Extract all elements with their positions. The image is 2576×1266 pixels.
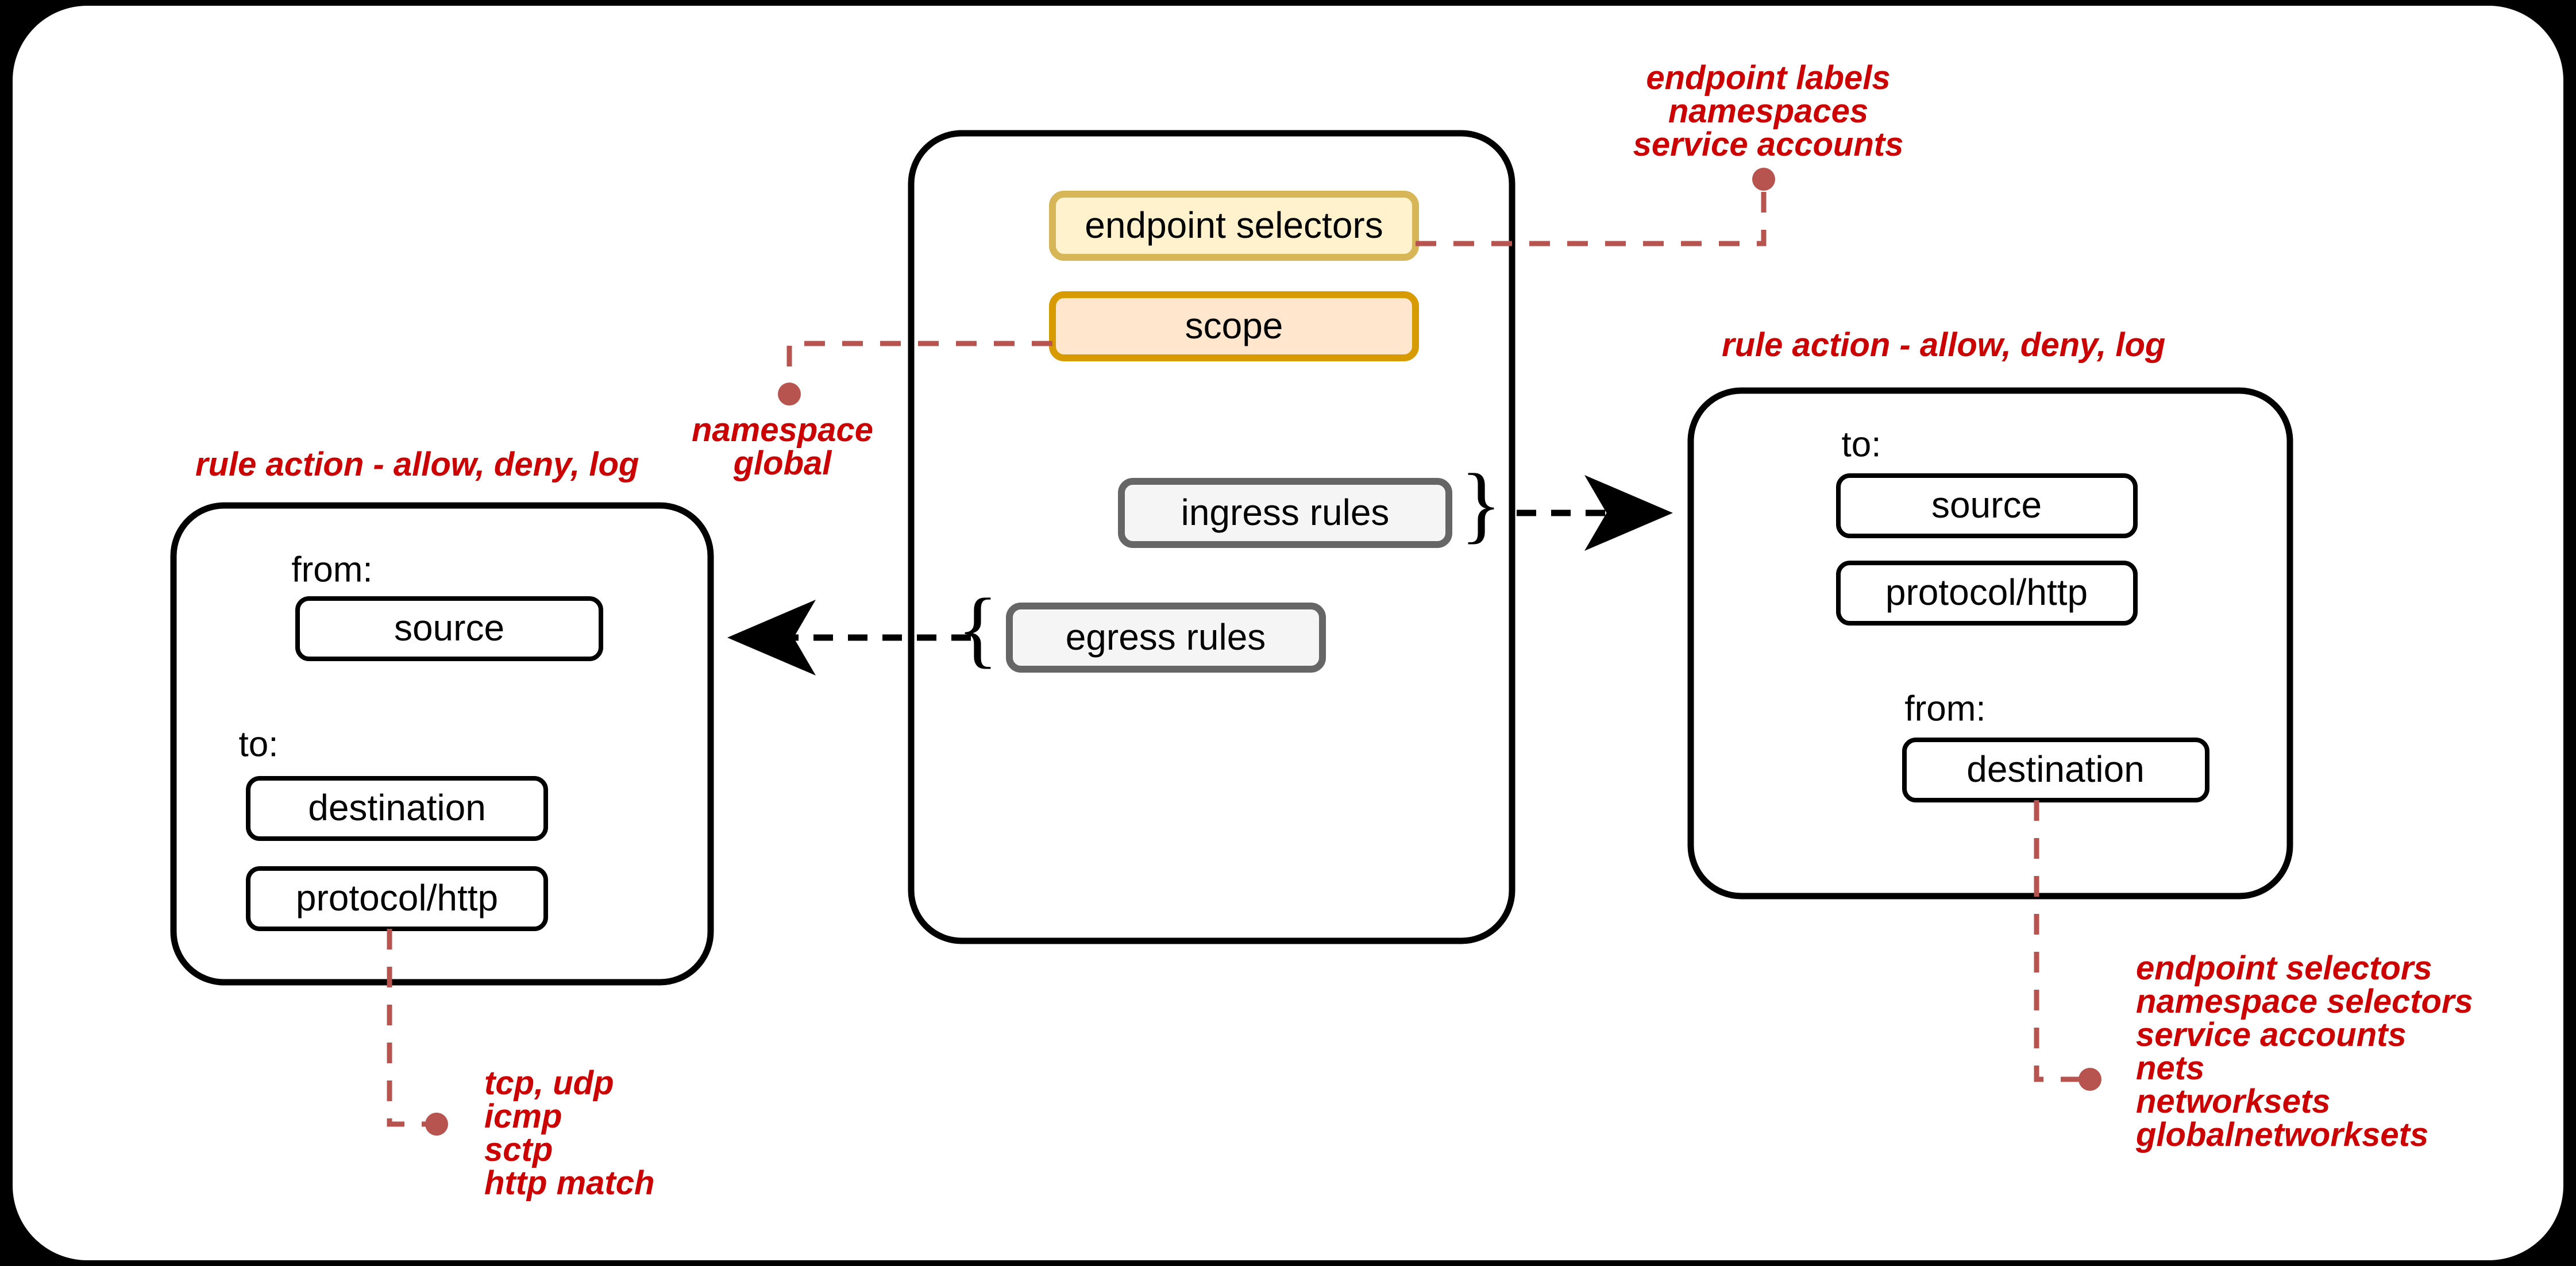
endpoint-selectors-label: endpoint selectors (1085, 204, 1383, 246)
annotation-left-protocol-line-2: icmp (484, 1098, 562, 1135)
left-destination-label: destination (308, 787, 486, 828)
ingress-rules-label: ingress rules (1181, 492, 1390, 533)
annotation-scope-line-2: global (733, 445, 833, 482)
annotation-right-destination-line-6: globalnetworksets (2135, 1116, 2428, 1153)
annotation-scope-line-1: namespace (692, 411, 873, 449)
right-destination-box[interactable] (1902, 738, 2209, 802)
annotation-right-destination-line-1: endpoint selectors (2136, 950, 2432, 987)
annotation-left-protocol-line-3: sctp (484, 1131, 553, 1168)
annotation-endpoint-selectors-line-3: service accounts (1633, 126, 1904, 163)
egress-rules-label: egress rules (1066, 616, 1266, 658)
annotation-right-destination-line-2: namespace selectors (2136, 983, 2473, 1020)
right-destination-connector (2034, 800, 2080, 1082)
right-destination-connector-dot (2078, 1068, 2101, 1091)
scope-connector (786, 341, 1052, 384)
left-source-label: source (394, 607, 504, 649)
endpoint-selectors-box[interactable] (1049, 191, 1419, 261)
right-source-box[interactable] (1836, 473, 2138, 538)
left-protocol-connector (387, 929, 426, 1127)
scope-connector-dot (778, 383, 801, 406)
ingress-brace: } (1460, 456, 1502, 551)
left-to-label: to: (239, 724, 279, 764)
right-protocol-box[interactable] (1836, 561, 2138, 626)
left-panel-heading: rule action - allow, deny, log (195, 446, 639, 483)
right-panel-heading: rule action - allow, deny, log (1722, 326, 2165, 364)
endpoint-selectors-connector (1416, 190, 1767, 246)
left-source-box[interactable] (295, 596, 603, 661)
annotation-left-protocol-line-4: http match (484, 1164, 654, 1202)
right-to-label: to: (1842, 424, 1881, 464)
right-panel-container (1687, 387, 2293, 900)
annotation-left-protocol-line-1: tcp, udp (484, 1064, 614, 1102)
annotation-endpoint-selectors-line-2: namespaces (1668, 92, 1868, 130)
annotation-right-destination-line-4: nets (2136, 1049, 2204, 1087)
left-from-label: from: (291, 550, 372, 589)
annotation-right-destination-line-5: networksets (2136, 1083, 2330, 1120)
right-source-label: source (1931, 484, 2042, 526)
left-protocol-box[interactable] (246, 866, 548, 931)
left-protocol-connector-dot (425, 1113, 448, 1136)
right-from-label: from: (1904, 689, 1985, 728)
egress-rules-box[interactable] (1006, 603, 1326, 673)
ingress-rules-box[interactable] (1118, 478, 1452, 548)
left-protocol-label: protocol/http (296, 877, 498, 918)
right-protocol-label: protocol/http (1885, 572, 2088, 613)
egress-brace: { (957, 581, 998, 676)
annotation-right-destination-line-3: service accounts (2136, 1016, 2407, 1053)
annotation-endpoint-selectors-line-1: endpoint labels (1646, 59, 1890, 97)
right-destination-label: destination (1966, 748, 2145, 790)
scope-label: scope (1185, 305, 1283, 346)
endpoint-selectors-connector-dot (1752, 168, 1775, 191)
left-destination-box[interactable] (246, 776, 548, 841)
scope-box[interactable] (1049, 291, 1419, 361)
